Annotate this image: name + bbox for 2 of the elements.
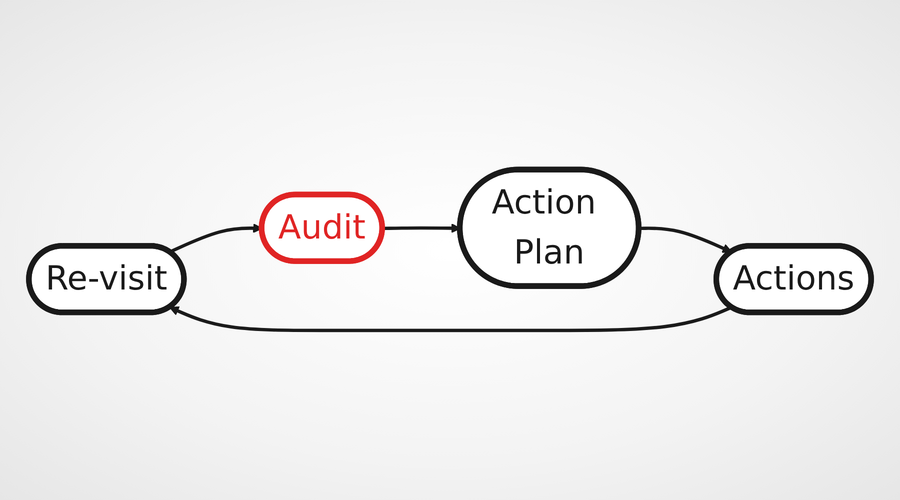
arrow [639, 226, 732, 253]
arrow [169, 306, 732, 332]
